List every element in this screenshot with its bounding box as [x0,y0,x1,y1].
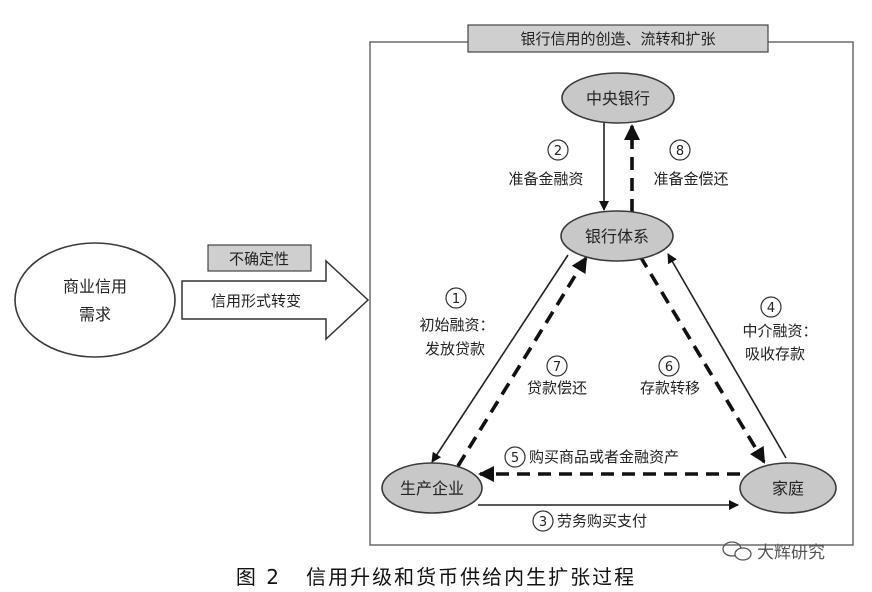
transform-label: 信用形式转变 [211,292,301,310]
transform-arrow: 信用形式转变 [181,259,370,341]
uncertainty-label: 不确定性 [229,250,289,268]
svg-text:1: 1 [452,292,460,307]
flow-2-text: 准备金融资 [508,170,583,188]
flow-1-text-line1: 初始融资： [419,316,494,334]
arrow-deposit-transfer [638,255,766,464]
bank-system-node: 银行体系 [560,210,674,262]
flow-label-4: 4 中介融资： 吸收存款 [742,296,818,363]
flow-5-text: 购买商品或者金融资产 [529,448,679,466]
flow-7-text: 贷款偿还 [527,379,587,397]
svg-text:6: 6 [665,360,673,375]
uncertainty-box: 不确定性 [207,244,312,272]
central-bank-label: 中央银行 [586,89,650,108]
flow-label-5: 5 购买商品或者金融资产 [504,446,679,468]
figure-caption: 图 2 信用升级和货币供给内生扩张过程 [236,565,636,589]
arrow-intermediary-financing [667,253,787,459]
chat-bubble-icon [722,541,752,561]
flow-1-text-line2: 发放贷款 [425,340,485,358]
flow-label-8: 8 准备金偿还 [653,139,729,188]
flow-label-2: 2 准备金融资 [508,139,584,188]
central-bank-node: 中央银行 [561,72,675,124]
demand-node: 商业信用 需求 [14,242,176,358]
enterprise-node: 生产企业 [381,462,483,514]
household-label: 家庭 [772,479,804,498]
flow-label-7: 7 贷款偿还 [527,355,587,397]
watermark: 大辉研究 [722,541,825,563]
arrow-initial-financing [431,254,569,463]
flow-8-text: 准备金偿还 [653,170,728,188]
flow-4-text-line1: 中介融资： [742,322,817,340]
flow-label-3: 3 劳务购买支付 [532,510,647,532]
demand-label-line2: 需求 [79,305,111,324]
flow-6-text: 存款转移 [640,379,700,397]
svg-text:8: 8 [676,144,684,159]
diagram-title: 银行信用的创造、流转和扩张 [520,30,715,48]
svg-text:2: 2 [554,144,562,159]
enterprise-label: 生产企业 [400,479,464,498]
bank-system-label: 银行体系 [585,227,649,246]
household-node: 家庭 [739,462,837,514]
svg-text:4: 4 [767,301,775,316]
svg-text:5: 5 [511,451,519,466]
flow-4-text-line2: 吸收存款 [745,345,805,363]
flow-label-6: 6 存款转移 [640,355,700,397]
svg-text:3: 3 [539,515,547,530]
flow-label-1: 1 初始融资： 发放贷款 [419,287,495,358]
watermark-text: 大辉研究 [757,543,825,563]
diagram-title-box: 银行信用的创造、流转和扩张 [467,24,769,53]
demand-label-line1: 商业信用 [63,277,127,296]
svg-text:7: 7 [553,360,561,375]
flow-3-text: 劳务购买支付 [557,512,647,530]
